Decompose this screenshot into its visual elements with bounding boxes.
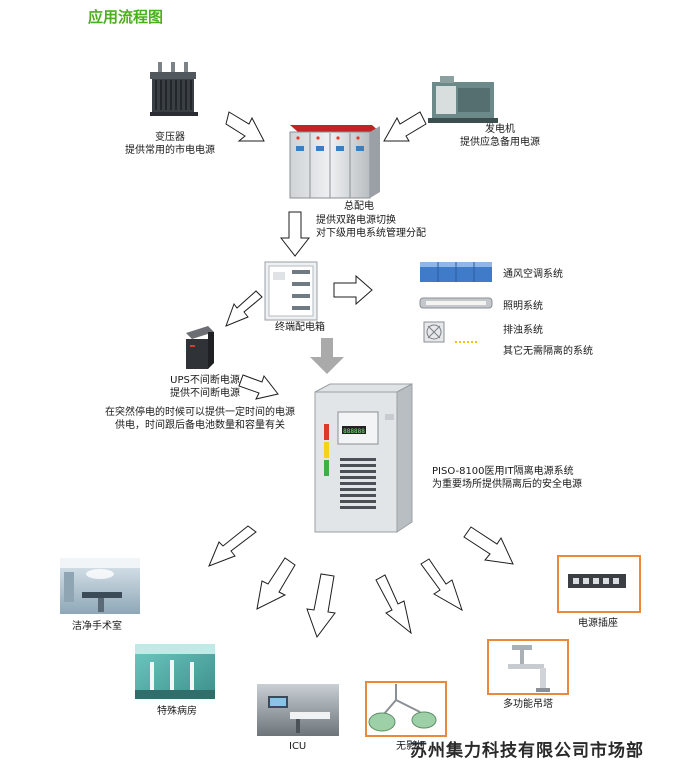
arrow-terminal-to-piso (310, 338, 344, 374)
power-socket-image (557, 555, 641, 613)
main-panel-name: 总配电 (344, 201, 374, 212)
system-other-label: 其它无需隔离的系统 (503, 346, 593, 357)
arrow-piso-to-power-socket (463, 526, 514, 565)
hvac-icon (420, 262, 492, 282)
arrow-piso-to-special-ward (256, 557, 296, 610)
main-panel-desc: 提供双路电源切换 对下级用电系统管理分配 (316, 215, 426, 239)
arrow-piso-to-icu (306, 573, 336, 639)
arrow-piso-to-multi-pendant (420, 558, 463, 612)
multi-pendant-label: 多功能吊塔 (503, 699, 553, 710)
arrow-panel-to-terminal (279, 211, 311, 257)
ups-image (186, 326, 214, 369)
icu-image (257, 684, 339, 736)
ellipsis-dots-icon (455, 341, 477, 343)
special-ward-label: 特殊病房 (157, 706, 197, 717)
system-hvac-label: 通风空调系统 (503, 269, 563, 280)
transformer-label: 变压器 提供常用的市电电源 (125, 132, 215, 156)
piso-label: PISO-8100医用IT隔离电源系统 为重要场所提供隔离后的安全电源 (432, 466, 582, 490)
display-readout: 888888 (343, 428, 365, 435)
ups-description: 在突然停电的时候可以提供一定时间的电源 供电，时间跟后备电池数量和容量有关 (105, 407, 295, 431)
generator-label: 发电机 提供应急备用电源 (460, 124, 540, 148)
arrow-generator-to-panel (383, 111, 427, 142)
system-lighting-label: 照明系统 (503, 301, 543, 312)
arrow-ups-to-piso (238, 374, 279, 400)
special-ward-image (135, 644, 215, 699)
power-socket-label: 电源插座 (578, 618, 618, 629)
arrow-piso-to-operating-room (208, 525, 257, 567)
terminal-box-label: 终端配电箱 (275, 322, 325, 333)
arrow-terminal-to-ups (225, 290, 263, 327)
operating-room-image (60, 558, 140, 614)
transformer-image (150, 62, 198, 116)
terminal-box-image (264, 261, 318, 321)
multi-pendant-image (487, 639, 569, 695)
icu-label: ICU (289, 741, 307, 752)
system-exhaust-label: 排浊系统 (503, 325, 543, 336)
shadowless-lamp-image (365, 681, 447, 737)
operating-room-label: 洁净手术室 (72, 621, 122, 632)
page-title: 应用流程图 (88, 8, 164, 26)
exhaust-fan-icon (423, 321, 445, 343)
ups-label: UPS不间断电源 提供不间断电源 (170, 375, 240, 399)
piso-cabinet-image: 888888 (314, 383, 413, 533)
arrow-piso-to-shadowless-lamp (375, 574, 412, 635)
arrow-transformer-to-panel (225, 111, 265, 142)
arrow-terminal-to-systems (333, 274, 373, 306)
generator-image (428, 76, 498, 123)
shadowless-lamp-label: 无影灯 (396, 741, 426, 752)
footer-company-name: 苏州集力科技有限公司市场部 (410, 741, 644, 761)
main-panel-image (289, 125, 380, 199)
lighting-fixture-icon (419, 297, 493, 309)
